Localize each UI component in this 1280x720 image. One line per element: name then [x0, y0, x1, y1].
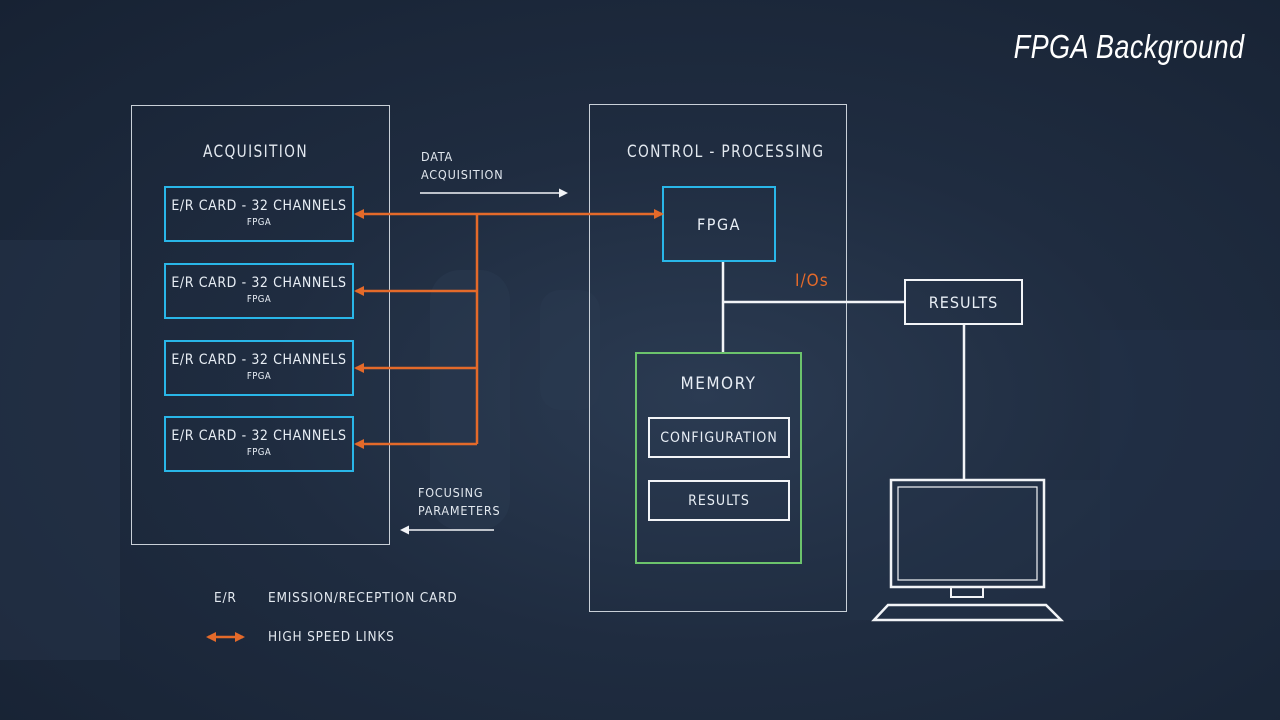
- memory-results-box: RESULTS: [648, 480, 790, 521]
- internal-connections: [721, 262, 966, 480]
- er-card-1: E/R CARD - 32 CHANNELS FPGA: [164, 186, 354, 242]
- er-card-sub: FPGA: [246, 447, 272, 458]
- er-card-sub: FPGA: [246, 294, 272, 305]
- fpga-box: FPGA: [662, 186, 776, 262]
- er-card-3: E/R CARD - 32 CHANNELS FPGA: [164, 340, 354, 396]
- high-speed-links: [354, 209, 664, 449]
- ios-label: I/Os: [795, 271, 829, 291]
- configuration-box: CONFIGURATION: [648, 417, 790, 458]
- data-acquisition-line1: DATA: [421, 149, 453, 164]
- data-acquisition-label: DATA ACQUISITION: [421, 148, 503, 184]
- computer-icon: [871, 478, 1065, 622]
- legend-links-desc: HIGH SPEED LINKS: [268, 629, 395, 645]
- er-card-name: E/R CARD - 32 CHANNELS: [171, 275, 347, 291]
- er-card-4: E/R CARD - 32 CHANNELS FPGA: [164, 416, 354, 472]
- page-title: FPGA Background: [1013, 28, 1244, 65]
- er-card-name: E/R CARD - 32 CHANNELS: [171, 198, 347, 214]
- results-box: RESULTS: [904, 279, 1023, 325]
- er-card-name: E/R CARD - 32 CHANNELS: [171, 428, 347, 444]
- legend-er-desc: EMISSION/RECEPTION CARD: [268, 590, 458, 606]
- acquisition-label: ACQUISITION: [203, 142, 308, 162]
- legend-er-abbrev: E/R: [214, 590, 237, 606]
- focusing-parameters-label: FOCUSING PARAMETERS: [418, 484, 500, 520]
- memory-block: MEMORY: [635, 352, 802, 564]
- er-card-2: E/R CARD - 32 CHANNELS FPGA: [164, 263, 354, 319]
- er-card-sub: FPGA: [246, 217, 272, 228]
- acquisition-panel: [131, 105, 390, 545]
- control-processing-panel: [589, 104, 847, 612]
- data-acquisition-line2: ACQUISITION: [421, 167, 504, 182]
- focusing-parameters-line2: PARAMETERS: [418, 503, 501, 518]
- control-processing-label: CONTROL - PROCESSING: [627, 142, 825, 162]
- memory-label: MEMORY: [680, 374, 757, 394]
- focusing-parameters-line1: FOCUSING: [418, 485, 484, 500]
- er-card-name: E/R CARD - 32 CHANNELS: [171, 352, 347, 368]
- er-card-sub: FPGA: [246, 371, 272, 382]
